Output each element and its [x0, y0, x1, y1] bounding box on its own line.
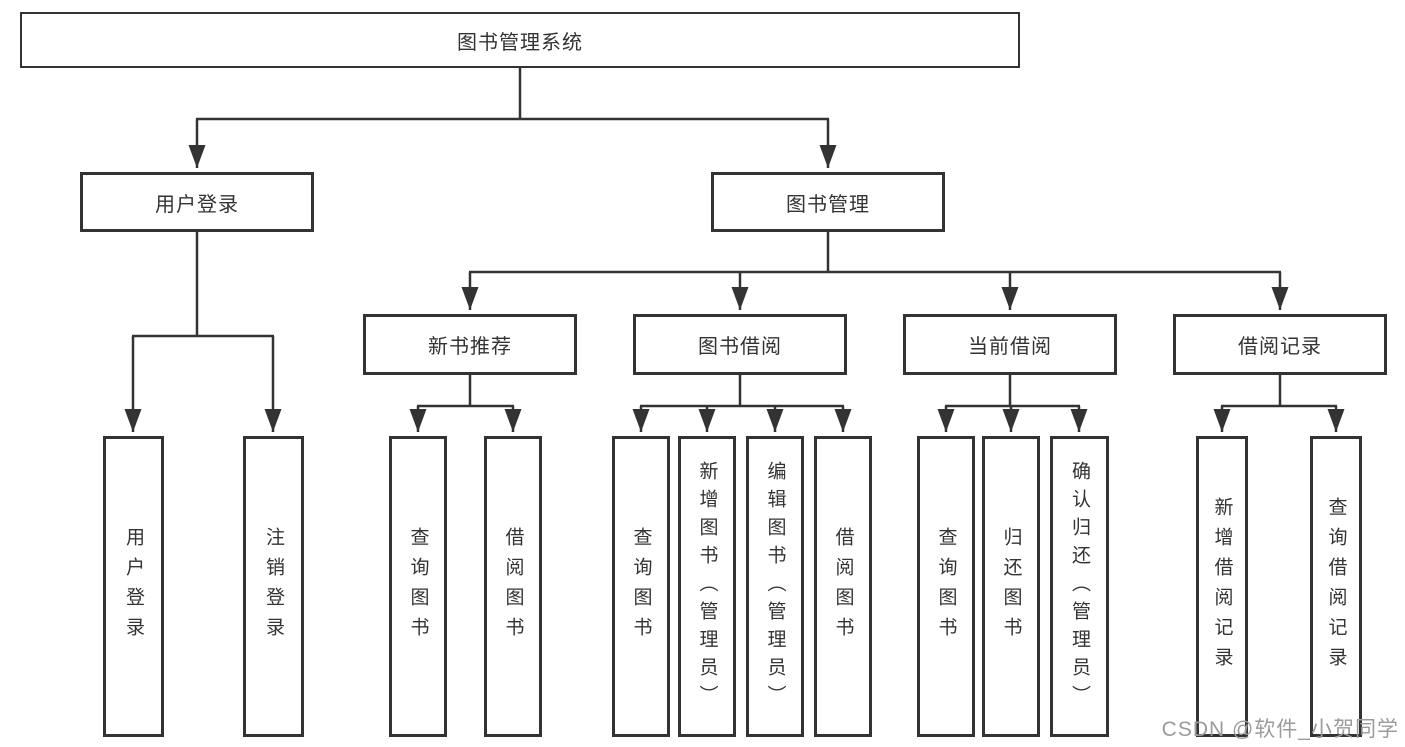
node-new-book-recommend: 新书推荐: [363, 314, 577, 375]
leaf-user-login: 用户登录: [103, 436, 164, 737]
node-borrow-records-label: 借阅记录: [1238, 336, 1322, 358]
node-book-management-label: 图书管理: [786, 193, 870, 216]
leaf-confirm-return-admin: 确认归还（管理员）: [1050, 436, 1109, 737]
node-root-label: 图书管理系统: [457, 31, 583, 54]
leaf-logout-label: 注销登录: [263, 526, 284, 647]
leaf-return-books-label: 归还图书: [1000, 526, 1022, 647]
leaf-query-books-current: 查询图书: [917, 436, 975, 737]
leaf-query-books-current-label: 查询图书: [935, 526, 957, 647]
leaf-query-books-borrow: 查询图书: [612, 436, 670, 737]
leaf-logout: 注销登录: [243, 436, 304, 737]
leaf-user-login-label: 用户登录: [123, 526, 144, 647]
node-user-login-label: 用户登录: [155, 193, 239, 216]
leaf-return-books: 归还图书: [982, 436, 1040, 737]
leaf-borrow-books-recommend-label: 借阅图书: [502, 526, 524, 647]
node-book-borrow: 图书借阅: [633, 314, 847, 375]
node-new-book-recommend-label: 新书推荐: [428, 336, 512, 358]
leaf-confirm-return-admin-label: 确认归还（管理员）: [1069, 460, 1090, 713]
leaf-add-borrow-record-label: 新增借阅记录: [1211, 496, 1233, 677]
leaf-borrow-books-label: 借阅图书: [832, 526, 854, 647]
node-root: 图书管理系统: [20, 12, 1020, 68]
leaf-edit-books-admin: 编辑图书（管理员）: [746, 436, 804, 737]
node-book-borrow-label: 图书借阅: [698, 336, 782, 358]
leaf-borrow-books: 借阅图书: [814, 436, 872, 737]
node-current-borrow-label: 当前借阅: [968, 336, 1052, 358]
leaf-query-borrow-record-label: 查询借阅记录: [1325, 496, 1347, 677]
leaf-add-books-admin-label: 新增图书（管理员）: [696, 460, 718, 713]
leaf-borrow-books-recommend: 借阅图书: [484, 436, 542, 737]
watermark-text: CSDN @软件_小贺同学: [1161, 718, 1399, 741]
node-user-login: 用户登录: [80, 172, 314, 232]
leaf-edit-books-admin-label: 编辑图书（管理员）: [764, 460, 786, 713]
leaf-add-books-admin: 新增图书（管理员）: [678, 436, 736, 737]
leaf-query-borrow-record: 查询借阅记录: [1310, 436, 1362, 737]
leaf-query-books-borrow-label: 查询图书: [630, 526, 652, 647]
leaf-query-books-recommend: 查询图书: [389, 436, 447, 737]
node-book-management: 图书管理: [711, 172, 945, 232]
leaf-add-borrow-record: 新增借阅记录: [1196, 436, 1248, 737]
node-current-borrow: 当前借阅: [903, 314, 1117, 375]
leaf-query-books-recommend-label: 查询图书: [407, 526, 429, 647]
node-borrow-records: 借阅记录: [1173, 314, 1387, 375]
